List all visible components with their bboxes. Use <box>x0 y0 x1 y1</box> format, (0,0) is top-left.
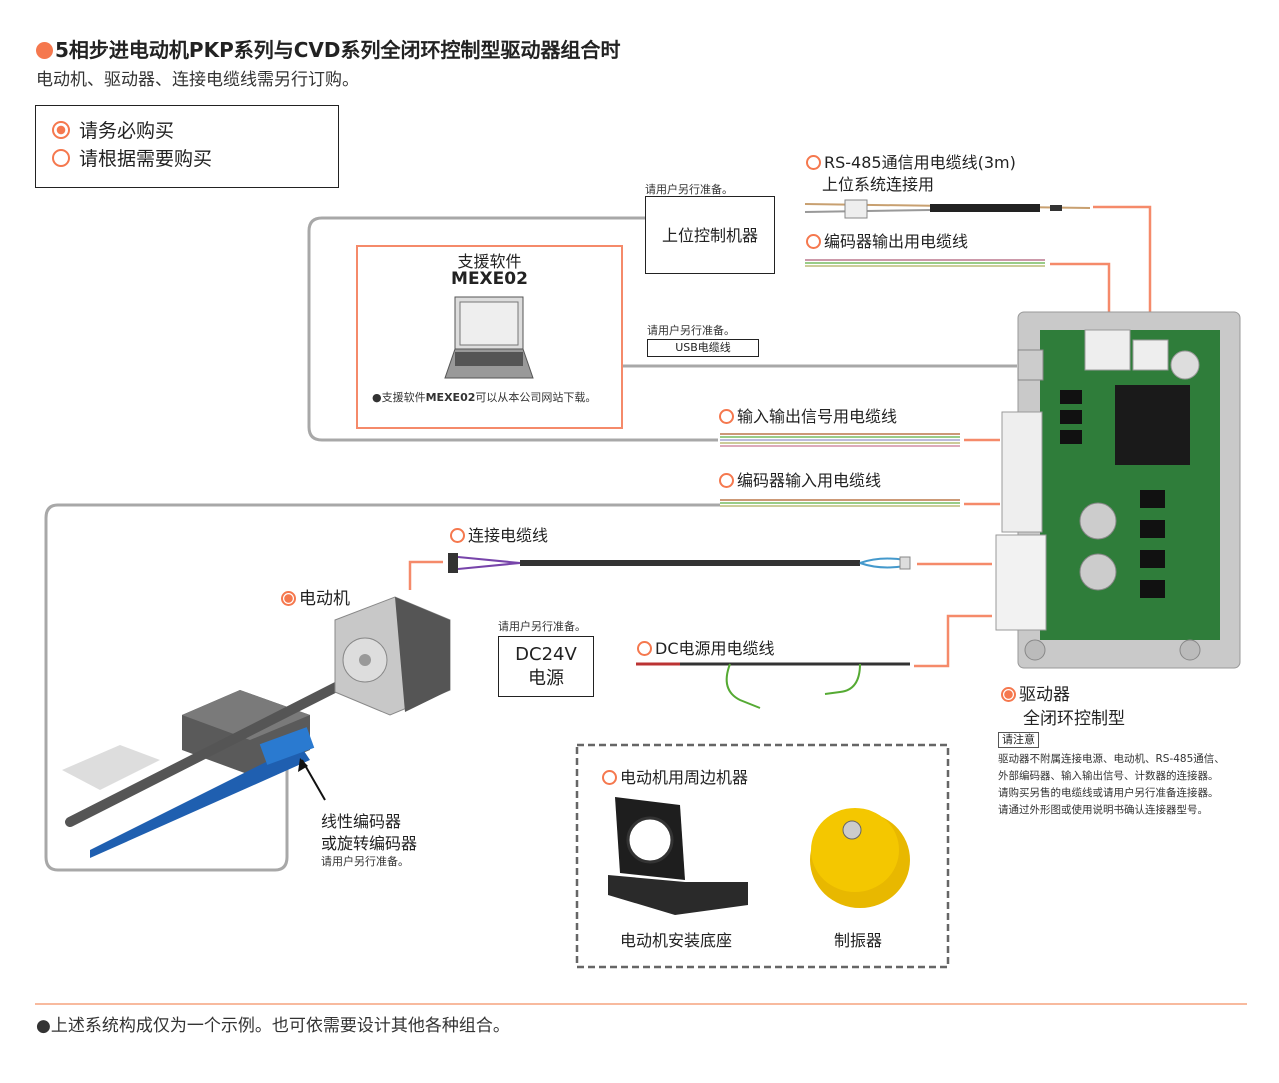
caution-badge: 请注意 <box>998 732 1039 748</box>
rs485-cable-sub: 上位系统连接用 <box>822 175 935 194</box>
encoder-in-cable-text: 编码器输入用电缆线 <box>737 471 882 490</box>
caution-line: 外部编码器、输入输出信号、计数器的连接器。 <box>998 770 1219 782</box>
rs485-cable <box>804 199 1091 219</box>
page-title: 5相步进电动机PKP系列与CVD系列全闭环控制型驱动器组合时 <box>36 34 621 63</box>
host-controller-label: 上位控制机器 <box>661 226 758 245</box>
motor-mount-icon <box>608 797 748 915</box>
power-prepare-note: 请用户另行准备。 <box>498 620 586 633</box>
footer-note: ●上述系统构成仅为一个示例。也可依需要设计其他各种组合。 <box>36 1016 510 1036</box>
motor-label: 电动机 <box>281 584 350 609</box>
optional-icon <box>719 409 734 424</box>
encoder-line2: 或旋转编码器 <box>321 834 418 853</box>
encoder-out-cable-text: 编码器输出用电缆线 <box>824 232 969 251</box>
required-icon <box>52 121 70 139</box>
required-icon <box>281 591 296 606</box>
software-title: 支援软件 <box>457 252 522 271</box>
dc-power-cable-label: DC电源用电缆线 <box>637 635 775 659</box>
encoder-note: 请用户另行准备。 <box>321 855 409 868</box>
driver-board <box>995 311 1241 669</box>
driver-title: 驱动器 <box>1001 680 1070 705</box>
connector-leaders <box>408 205 1152 668</box>
rs485-cable-title: RS-485通信用电缆线(3m) <box>824 153 1016 172</box>
usb-cable-label: USB电缆线 <box>647 339 759 357</box>
laptop-icon <box>444 296 534 379</box>
caution-line: 请通过外形图或使用说明书确认连接器型号。 <box>998 804 1208 816</box>
connection-cable-label: 连接电缆线 <box>450 522 548 546</box>
legend-optional-label: 请根据需要购买 <box>79 148 213 170</box>
optional-icon <box>806 234 821 249</box>
dc-power-cable <box>636 662 910 709</box>
host-prepare-note: 请用户另行准备。 <box>645 183 733 196</box>
connection-cable <box>448 553 911 573</box>
rs485-cable-label: RS-485通信用电缆线(3m) <box>806 149 1016 173</box>
encoder-in-cable-label: 编码器输入用电缆线 <box>719 467 881 491</box>
software-box <box>356 245 623 429</box>
damper-icon <box>810 808 910 908</box>
dc-power-cable-text: DC电源用电缆线 <box>655 639 775 658</box>
software-note: ●支援软件MEXE02可以从本公司网站下载。 <box>372 389 596 405</box>
encoder-line1: 线性编码器 <box>321 812 402 831</box>
software-note-name: MEXE02 <box>425 391 476 404</box>
power-line2: 电源 <box>528 668 564 689</box>
motor-illustration <box>62 596 451 858</box>
optional-icon <box>806 155 821 170</box>
software-name: MEXE02 <box>451 269 528 289</box>
peripherals-title: 电动机用周边机器 <box>602 764 748 788</box>
motor-mount-label: 电动机安装底座 <box>620 931 733 950</box>
optional-icon <box>602 770 617 785</box>
encoder-in-cable <box>720 499 960 507</box>
bullet-icon <box>36 42 53 59</box>
host-controller: 上位控制机器 <box>645 196 775 274</box>
encoder-out-cable-label: 编码器输出用电缆线 <box>806 228 968 252</box>
page-title-text: 5相步进电动机PKP系列与CVD系列全闭环控制型驱动器组合时 <box>55 38 621 62</box>
damper-label: 制振器 <box>834 931 883 950</box>
optional-icon <box>637 641 652 656</box>
peripherals-title-text: 电动机用周边机器 <box>620 768 749 787</box>
optional-icon <box>719 473 734 488</box>
legend-required-label: 请务必购买 <box>79 120 175 142</box>
driver-title-text: 驱动器 <box>1019 685 1070 705</box>
motor-label-text: 电动机 <box>299 589 350 609</box>
io-signal-cable-label: 输入输出信号用电缆线 <box>719 403 897 427</box>
caution-line: 请购买另售的电缆线或请用户另行准备连接器。 <box>998 787 1219 799</box>
caution-line: 驱动器不附属连接电源、电动机、RS-485通信、 <box>998 753 1225 765</box>
dc24v-power-supply: DC24V 电源 <box>498 636 594 697</box>
optional-icon <box>52 149 70 167</box>
encoder-out-cable <box>805 259 1045 267</box>
legend-box: 请务必购买 请根据需要购买 <box>35 105 339 188</box>
legend-optional: 请根据需要购买 <box>52 145 338 173</box>
io-signal-cable <box>720 433 960 447</box>
connection-lines <box>44 216 1017 872</box>
page-subtitle: 电动机、驱动器、连接电缆线需另行订购。 <box>36 70 359 90</box>
legend-required: 请务必购买 <box>52 117 338 145</box>
usb-prepare-note: 请用户另行准备。 <box>647 324 735 337</box>
caution-text: 驱动器不附属连接电源、电动机、RS-485通信、 外部编码器、输入输出信号、计数… <box>998 751 1225 819</box>
optional-icon <box>450 528 465 543</box>
power-line1: DC24V <box>515 644 577 665</box>
software-note-prefix: ●支援软件 <box>372 391 426 404</box>
io-signal-cable-text: 输入输出信号用电缆线 <box>737 407 898 426</box>
required-icon <box>1001 687 1016 702</box>
driver-subtitle: 全闭环控制型 <box>1023 709 1125 729</box>
software-note-suffix: 可以从本公司网站下载。 <box>475 391 597 404</box>
connection-cable-text: 连接电缆线 <box>468 526 549 545</box>
